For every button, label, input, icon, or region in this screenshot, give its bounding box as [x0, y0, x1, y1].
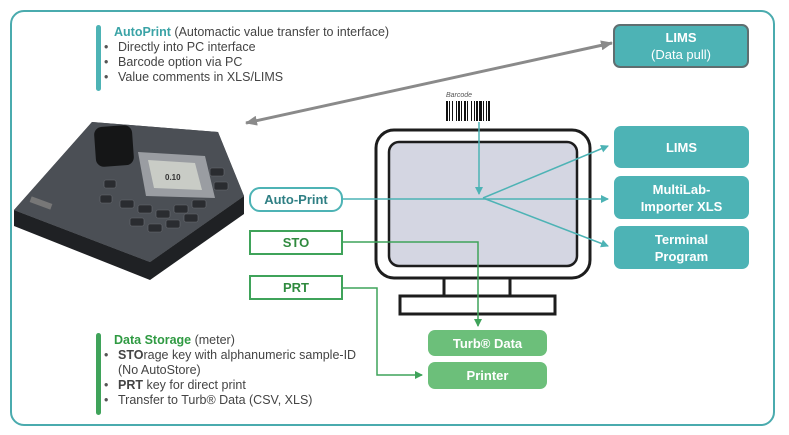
terminal-label-line2: Program [654, 248, 709, 264]
auto-print-key-label: Auto-Print [264, 192, 328, 207]
lims-data-pull-subtitle: (Data pull) [651, 47, 711, 62]
storage-connectors [342, 241, 482, 379]
autoprint-bullet: Value comments in XLS/LIMS [104, 70, 456, 85]
pc-monitor-icon [374, 128, 592, 316]
prt-key[interactable]: PRT [249, 275, 343, 300]
autoprint-connectors [343, 122, 609, 248]
prt-key-label: PRT [118, 378, 143, 392]
prt-key-description: key for direct print [143, 378, 246, 392]
turb-data-box[interactable]: Turb® Data [428, 330, 547, 356]
data-storage-accent-bar [96, 333, 101, 415]
autoprint-bullet: Directly into PC interface [104, 40, 456, 55]
data-storage-bullet: STOrage key with alphanumeric sample-ID … [104, 348, 376, 378]
sto-key[interactable]: STO [249, 230, 343, 255]
autoprint-title: AutoPrint [114, 25, 171, 39]
sto-key-label: STO [118, 348, 144, 362]
terminal-program-box[interactable]: Terminal Program [614, 226, 749, 269]
data-storage-title: Data Storage [114, 333, 192, 347]
diagram-frame [10, 10, 775, 426]
multilab-label-line1: MultiLab- [652, 181, 711, 197]
meter-display-value: 0.10 [165, 173, 181, 182]
printer-box[interactable]: Printer [428, 362, 547, 389]
data-storage-info: Data Storage (meter) STOrage key with al… [96, 333, 376, 415]
prt-key-box-label: PRT [283, 280, 309, 295]
data-storage-bullet: PRT key for direct print [104, 378, 376, 393]
data-storage-bullet: Transfer to Turb® Data (CSV, XLS) [104, 393, 376, 408]
multilab-label-line2: Importer XLS [640, 198, 723, 214]
data-storage-subtitle: (meter) [191, 333, 235, 347]
sto-key-box-label: STO [282, 235, 310, 250]
sto-key-description: rage key with alphanumeric sample-ID (No… [118, 348, 357, 377]
barcode-label: Barcode [446, 92, 473, 99]
multilab-importer-box[interactable]: MultiLab- Importer XLS [614, 176, 749, 219]
autoprint-accent-bar [96, 25, 101, 91]
data-storage-bullets: STOrage key with alphanumeric sample-ID … [96, 348, 376, 408]
autoprint-info: AutoPrint (Automactic value transfer to … [96, 25, 456, 91]
lims-data-pull-title: LIMS [665, 30, 697, 45]
printer-label: Printer [466, 368, 509, 383]
lims-data-pull-box[interactable]: LIMS (Data pull) [613, 24, 749, 68]
lims-label: LIMS [665, 139, 698, 155]
lims-box[interactable]: LIMS [614, 126, 749, 168]
autoprint-subtitle: (Automactic value transfer to interface) [170, 25, 390, 39]
terminal-label-line1: Terminal [654, 231, 709, 247]
autoprint-bullets: Directly into PC interface Barcode optio… [96, 40, 456, 85]
turb-data-label: Turb® Data [452, 335, 523, 351]
auto-print-key[interactable]: Auto-Print [249, 187, 343, 212]
barcode-icon [446, 101, 490, 121]
meter-device-image: 0.10 [14, 122, 244, 280]
autoprint-bullet: Barcode option via PC [104, 55, 456, 70]
